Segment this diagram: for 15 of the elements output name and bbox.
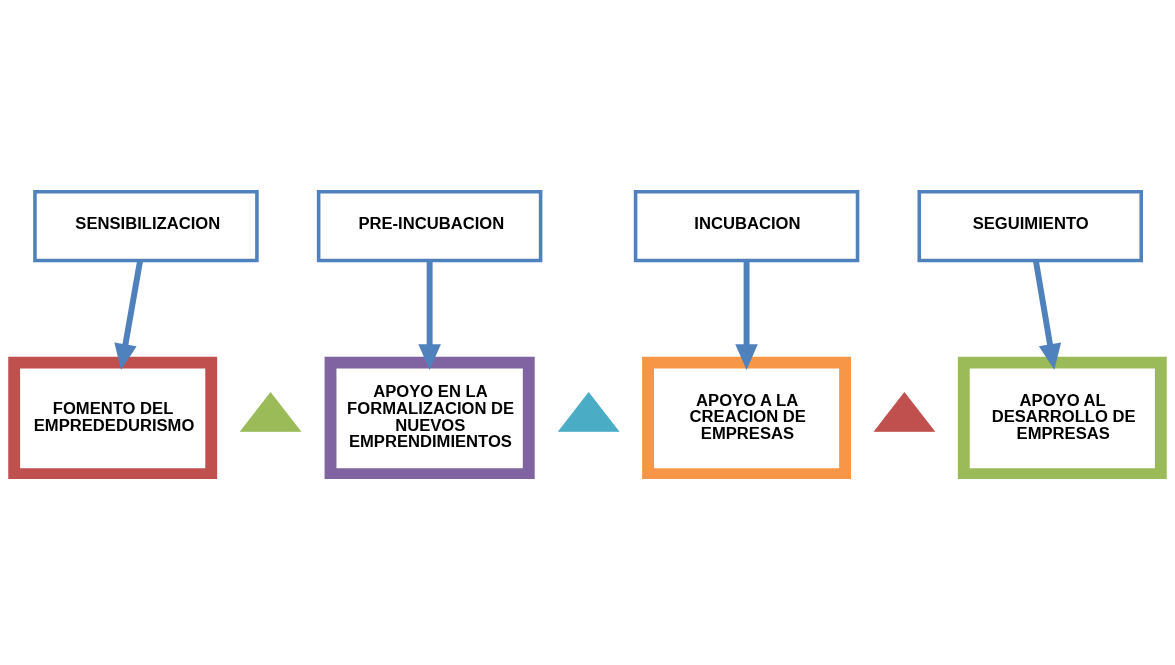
node-box: APOYO EN LA FORMALIZACION DE NUEVOS EMPRENDIMIENTOS xyxy=(324,356,535,479)
node-triangle xyxy=(873,391,936,432)
arrow xyxy=(735,260,758,370)
arrow xyxy=(418,260,441,370)
node-box: FOMENTO DEL EMPREDEDURISMO xyxy=(8,356,218,479)
node-triangle xyxy=(239,391,302,432)
arrow xyxy=(114,259,143,370)
node-triangle xyxy=(557,391,620,432)
node-box: APOYO A LA CREACION DE EMPRESAS xyxy=(642,356,851,479)
node-box: INCUBACION xyxy=(633,189,860,262)
node-box: PRE-INCUBACION xyxy=(316,189,543,262)
node-box: SEGUIMIENTO xyxy=(917,189,1143,262)
node-box: APOYO AL DESARROLLO DE EMPRESAS xyxy=(957,356,1167,479)
arrow xyxy=(1032,259,1062,370)
node-box: SENSIBILIZACION xyxy=(33,189,259,262)
